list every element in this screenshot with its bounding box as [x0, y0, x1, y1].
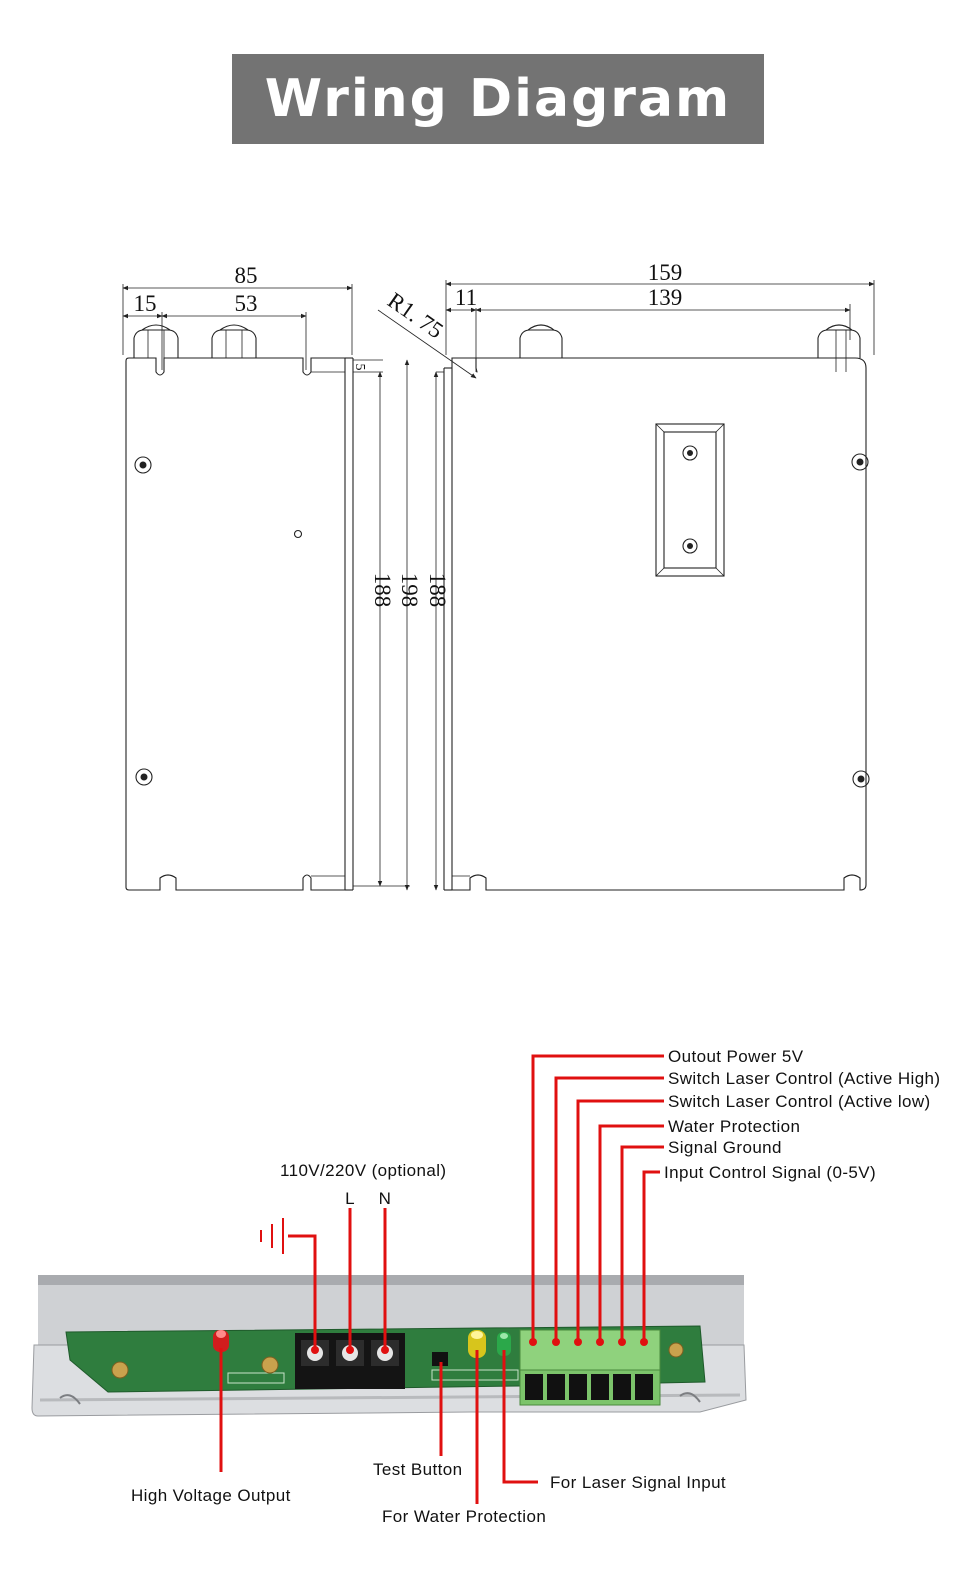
water-protection-label: For Water Protection	[382, 1507, 546, 1526]
cable-gland-4	[817, 324, 861, 372]
input-terminal-block	[295, 1333, 405, 1389]
dim-radius: R1. 75	[383, 288, 448, 344]
cable-gland-1	[133, 324, 179, 358]
dim-height-inner: 188	[370, 573, 395, 608]
cable-gland-2	[211, 324, 257, 358]
side-view	[436, 324, 870, 891]
terminal-label-2: Switch Laser Control (Active High)	[668, 1069, 940, 1088]
live-label: L	[345, 1189, 355, 1208]
status-leds	[468, 1330, 511, 1358]
test-button-label: Test Button	[373, 1460, 462, 1479]
test-button-switch	[432, 1352, 448, 1366]
terminal-label-1: Outout Power 5V	[668, 1047, 804, 1066]
dim-offset-edge: 11	[455, 285, 477, 310]
front-view	[125, 324, 354, 891]
dim-width-total: 85	[235, 263, 258, 288]
terminal-label-5: Signal Ground	[668, 1138, 782, 1157]
dim-offset-left: 15	[134, 291, 157, 316]
mounting-bracket	[655, 423, 725, 577]
neutral-label: N	[379, 1189, 392, 1208]
dimension-drawing: 85 15 53 188 198 5	[122, 260, 875, 891]
laser-signal-label: For Laser Signal Input	[550, 1473, 726, 1492]
input-voltage-label: 110V/220V (optional)	[280, 1161, 446, 1180]
dim-height-total: 198	[397, 573, 422, 608]
terminal-label-3: Switch Laser Control (Active low)	[668, 1092, 931, 1111]
high-voltage-label: High Voltage Output	[131, 1486, 291, 1505]
control-terminal-block	[519, 1329, 661, 1406]
callout-lines	[219, 1054, 664, 1504]
dim-small: 5	[352, 364, 367, 371]
power-supply-enclosure	[31, 1275, 747, 1417]
ground-icon	[260, 1218, 284, 1254]
dim-depth-total: 159	[648, 260, 683, 285]
front-view-dimensions: 85 15 53 188 198 5	[122, 263, 422, 891]
dim-hole-spacing-side: 139	[648, 285, 683, 310]
dim-height-side: 188	[425, 573, 450, 608]
page-title: Wring Diagram	[264, 69, 732, 129]
terminal-label-4: Water Protection	[668, 1117, 800, 1136]
dim-hole-spacing: 53	[235, 291, 258, 316]
title-banner: Wring Diagram	[232, 54, 764, 144]
cable-gland-3	[519, 324, 563, 358]
pcb-board	[65, 1325, 706, 1393]
high-voltage-led	[213, 1330, 229, 1352]
terminal-label-6: Input Control Signal (0-5V)	[664, 1163, 876, 1182]
